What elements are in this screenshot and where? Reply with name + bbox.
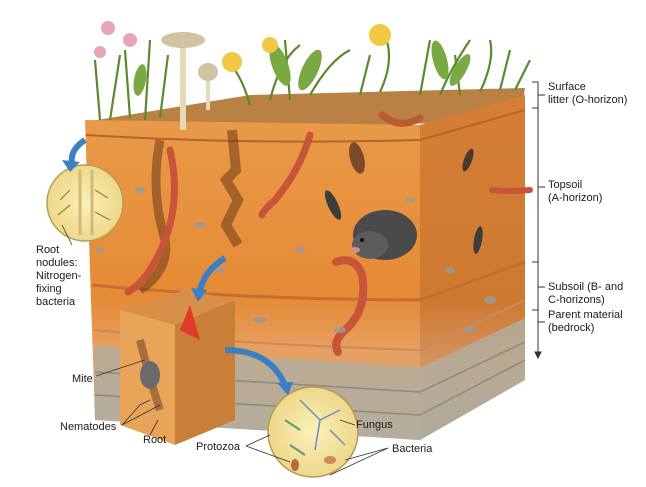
flowers bbox=[94, 21, 391, 72]
label-root: Root bbox=[143, 434, 167, 446]
grub bbox=[349, 142, 365, 174]
label-fungus: Fungus bbox=[356, 419, 393, 431]
callout-lines bbox=[61, 224, 389, 476]
grub bbox=[462, 148, 474, 172]
label-subsoil-2: C-horizons) bbox=[548, 294, 605, 306]
mole bbox=[350, 210, 417, 260]
earthworm bbox=[258, 131, 314, 219]
label-topsoil-1: Topsoil bbox=[548, 179, 583, 191]
earthworm bbox=[489, 187, 533, 194]
mushrooms bbox=[161, 32, 218, 130]
horizon-line-top bbox=[85, 109, 526, 143]
earthworm bbox=[378, 111, 424, 127]
label-parent-1: Parent material bbox=[548, 309, 623, 321]
label-parent-2: (bedrock) bbox=[548, 322, 595, 334]
label-root-nodules-3: Nitrogen- bbox=[36, 270, 82, 282]
microbes-inset bbox=[267, 386, 359, 478]
label-nematodes: Nematodes bbox=[60, 421, 117, 433]
grub bbox=[473, 226, 483, 254]
tunnel bbox=[219, 129, 244, 248]
label-root-nodules-1: Root bbox=[36, 244, 60, 256]
label-protozoa: Protozoa bbox=[196, 441, 241, 453]
label-surface-2: litter (O-horizon) bbox=[548, 94, 628, 106]
earthworm bbox=[332, 256, 368, 356]
label-mite: Mite bbox=[72, 373, 93, 385]
cutaway-cube bbox=[120, 290, 235, 445]
earthworm bbox=[124, 146, 178, 296]
label-topsoil-2: (A-horizon) bbox=[548, 192, 603, 204]
label-subsoil-1: Subsoil (B- and bbox=[548, 281, 624, 293]
leaves bbox=[133, 40, 471, 96]
beetle bbox=[324, 190, 342, 220]
arrow-to-microbes bbox=[224, 347, 288, 387]
root-nodules-inset bbox=[46, 164, 124, 242]
label-surface-1: Surface bbox=[548, 81, 586, 93]
label-root-nodules-4: fixing bbox=[36, 283, 62, 295]
label-bacteria: Bacteria bbox=[392, 443, 433, 455]
label-root-nodules-2: nodules: bbox=[36, 257, 78, 269]
label-root-nodules-5: bacteria bbox=[36, 296, 76, 308]
arrow-to-cube bbox=[197, 255, 227, 291]
arrow-to-nodules bbox=[68, 137, 87, 163]
horizon-brackets bbox=[532, 81, 545, 360]
